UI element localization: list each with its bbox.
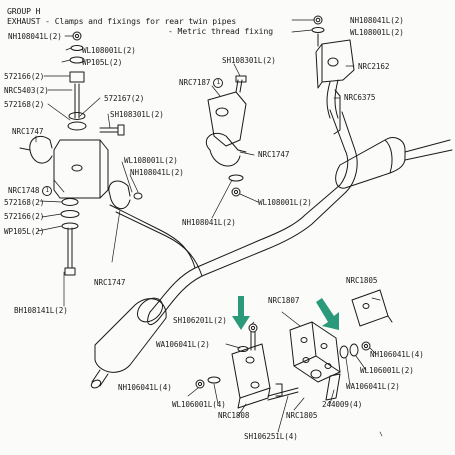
label-nh108041l-top-left: NH108041L(2) [8, 32, 62, 41]
label-nrc5403: NRC5403(2) [4, 86, 49, 95]
highlight-arrows [232, 296, 339, 330]
label-nrc1808: NRC1808 [218, 411, 250, 420]
label-572168-top: 572168(2) [4, 100, 45, 109]
label-wl106001l-right: WL106001L(2) [360, 366, 414, 375]
label-wa106041l-left: WA106041L(2) [156, 340, 210, 349]
rear-silencer [90, 297, 167, 389]
leader-lines [35, 19, 381, 433]
label-nrc1747-bottom-left: NRC1747 [94, 278, 126, 287]
label-nrc1747-centre: NRC1747 [258, 150, 290, 159]
label-572168-bottom: 572168(2) [4, 198, 45, 207]
note-callout-1-left: 1 [42, 186, 53, 196]
label-wl106001l-left: WL106001L(4) [172, 400, 226, 409]
label-wl108001l-centre: WL108001L(2) [124, 156, 178, 165]
label-nh108041l-lower-centre: NH108041L(2) [182, 218, 236, 227]
intermediate-silencer [335, 137, 453, 189]
label-572166-top: 572166(2) [4, 72, 45, 81]
label-sh108301l-left: SH108301L(2) [110, 110, 164, 119]
label-nrc1747-top-left: NRC1747 [12, 127, 44, 136]
rear-hanger-bracket [195, 323, 299, 409]
label-572167: 572167(2) [104, 94, 145, 103]
body-bracket [310, 289, 393, 401]
diagram-title: EXHAUST - Clamps and fixings for rear tw… [7, 16, 237, 26]
top-right-hanger [311, 15, 355, 135]
label-244009: 244009(4) [322, 400, 363, 409]
label-wl108001l-top-left: WL108001L(2) [82, 46, 136, 55]
left-bracket-assembly [19, 31, 143, 276]
label-wa106041l-right: WA106041L(2) [346, 382, 400, 391]
label-bh108141l: BH108141L(2) [14, 306, 68, 315]
centre-clamp-assembly [205, 75, 247, 197]
label-wl108001l-top-right: WL108001L(2) [350, 28, 404, 37]
label-nrc1805-bottom: NRC1805 [286, 411, 318, 420]
label-nrc1807: NRC1807 [268, 296, 300, 305]
label-nrc2162: NRC2162 [358, 62, 390, 71]
rubber-mount [289, 321, 371, 383]
diagram-subtitle: - Metric thread fixing [168, 26, 274, 36]
label-wp105l-top-left: WP105L(2) [82, 58, 123, 67]
label-wp105l-bottom: WP105L(2) [4, 227, 45, 236]
label-nh108041l-centre: NH108041L(2) [130, 168, 184, 177]
label-sh108301l-centre: SH108301L(2) [222, 56, 276, 65]
label-wl108001l-lower-centre: WL108001L(2) [258, 198, 312, 207]
label-nh106041l-right: NH106041L(4) [370, 350, 424, 359]
label-sh106251l: SH106251L(4) [244, 432, 298, 441]
label-nh106041l-left: NH106041L(4) [118, 383, 172, 392]
label-572166-bottom: 572166(2) [4, 212, 45, 221]
note-callout-1-centre: 1 [213, 78, 224, 88]
group-heading: GROUP H [7, 6, 41, 16]
label-nh108041l-top-right: NH108041L(2) [350, 16, 404, 25]
label-nrc6375: NRC6375 [344, 93, 376, 102]
label-sh106201l: SH106201L(2) [173, 316, 227, 325]
exhaust-pipe [109, 109, 358, 325]
label-nrc1805-right: NRC1805 [346, 276, 378, 285]
